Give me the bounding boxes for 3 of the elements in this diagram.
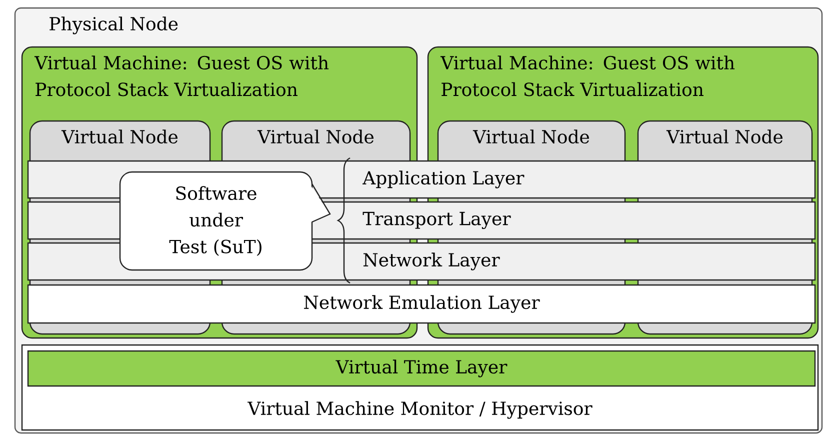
speech-bubble: Software under Test (SuT) — [119, 171, 331, 271]
layer-band: Virtual Time Layer — [27, 350, 816, 387]
layer-band: Network Emulation Layer — [27, 284, 816, 324]
